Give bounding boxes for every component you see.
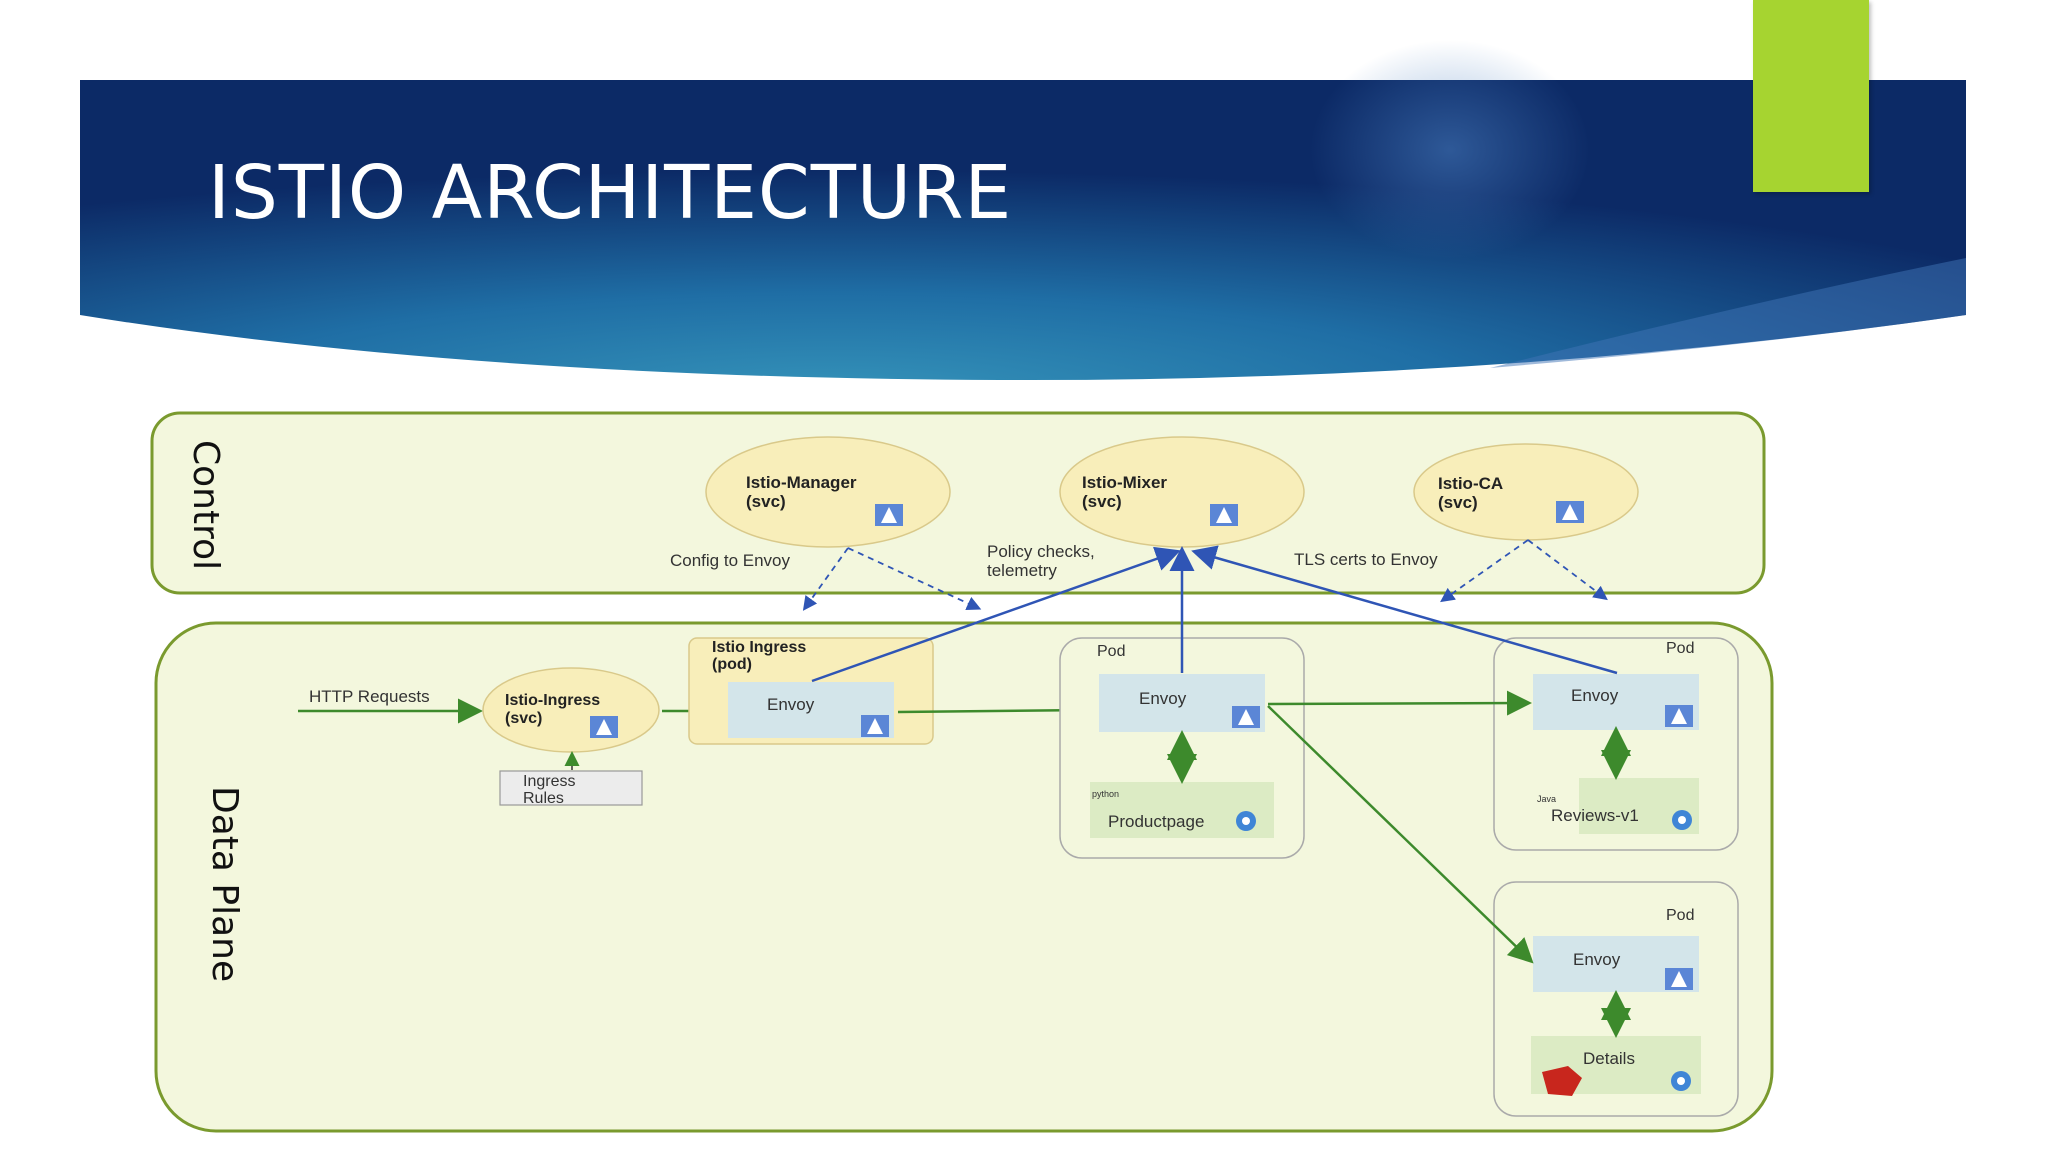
kubernetes-icon	[861, 715, 889, 737]
svg-text:Istio-Ingress: Istio-Ingress	[505, 692, 600, 709]
kubernetes-icon	[1232, 706, 1260, 728]
title-banner	[80, 40, 1966, 381]
kubernetes-icon	[875, 504, 903, 526]
control-lane-label: Control	[185, 440, 226, 570]
telemetry-label: telemetry	[987, 561, 1057, 580]
svg-text:Pod: Pod	[1666, 640, 1694, 657]
svg-text:Productpage: Productpage	[1108, 812, 1204, 831]
svg-text:Rules: Rules	[523, 790, 564, 807]
istio-ingress-pod: Istio Ingress (pod) Envoy	[688, 637, 934, 745]
slide-title: ISTIO ARCHITECTURE	[208, 150, 1013, 236]
python-logo: python	[1092, 789, 1119, 799]
java-logo: Java	[1537, 794, 1556, 804]
svg-text:Istio Ingress: Istio Ingress	[712, 639, 806, 656]
svg-text:(svc): (svc)	[746, 492, 786, 511]
svg-text:Ingress: Ingress	[523, 773, 575, 790]
kubernetes-icon	[1665, 705, 1693, 727]
data-plane-lane-label: Data Plane	[204, 786, 245, 982]
policy-checks-label: Policy checks,	[987, 542, 1095, 561]
svg-text:Istio-CA: Istio-CA	[1438, 474, 1503, 493]
accent-bar	[1753, 0, 1869, 192]
ingress-to-productpage-arrow	[897, 697, 1094, 723]
gear-icon	[1236, 811, 1256, 831]
svg-text:(pod): (pod)	[712, 656, 752, 673]
gear-icon	[1672, 810, 1692, 830]
istio-manager-node: Istio-Manager (svc)	[705, 436, 951, 548]
svg-text:Envoy: Envoy	[1571, 686, 1619, 705]
gear-icon	[1671, 1071, 1691, 1091]
tls-certs-label: TLS certs to Envoy	[1294, 550, 1438, 569]
svg-text:Details: Details	[1583, 1049, 1635, 1068]
svg-text:Envoy: Envoy	[1139, 689, 1187, 708]
svg-text:Pod: Pod	[1666, 907, 1694, 924]
istio-ingress-svc-node: Istio-Ingress (svc)	[482, 667, 660, 753]
ruby-icon	[1542, 1066, 1582, 1096]
svg-text:Reviews-v1: Reviews-v1	[1551, 806, 1639, 825]
svg-text:(svc): (svc)	[505, 710, 542, 727]
ingress-envoy-label: Envoy	[767, 695, 815, 714]
kubernetes-icon	[1556, 501, 1584, 523]
svg-text:Pod: Pod	[1097, 643, 1125, 660]
kubernetes-icon	[590, 716, 618, 738]
svg-text:Istio-Manager: Istio-Manager	[746, 473, 857, 492]
telemetry-arrows	[811, 545, 1618, 683]
svg-text:Istio-Mixer: Istio-Mixer	[1082, 473, 1167, 492]
istio-ca-node: Istio-CA (svc)	[1413, 443, 1639, 541]
kubernetes-icon	[1665, 968, 1693, 990]
svg-text:(svc): (svc)	[1082, 492, 1122, 511]
config-dashed-arrows	[802, 539, 1608, 611]
svg-text:(svc): (svc)	[1438, 493, 1478, 512]
ingress-rules-node: Ingress Rules	[499, 770, 643, 807]
productpage-to-reviews-arrow	[1267, 690, 1532, 716]
control-lane	[150, 411, 1766, 595]
kubernetes-icon	[1210, 504, 1238, 526]
http-requests-label: HTTP Requests	[309, 687, 430, 706]
svg-text:Envoy: Envoy	[1573, 950, 1621, 969]
productpage-to-details-arrow	[1267, 705, 1534, 964]
istio-mixer-node: Istio-Mixer (svc)	[1059, 436, 1305, 548]
config-to-envoy-label: Config to Envoy	[670, 551, 791, 570]
